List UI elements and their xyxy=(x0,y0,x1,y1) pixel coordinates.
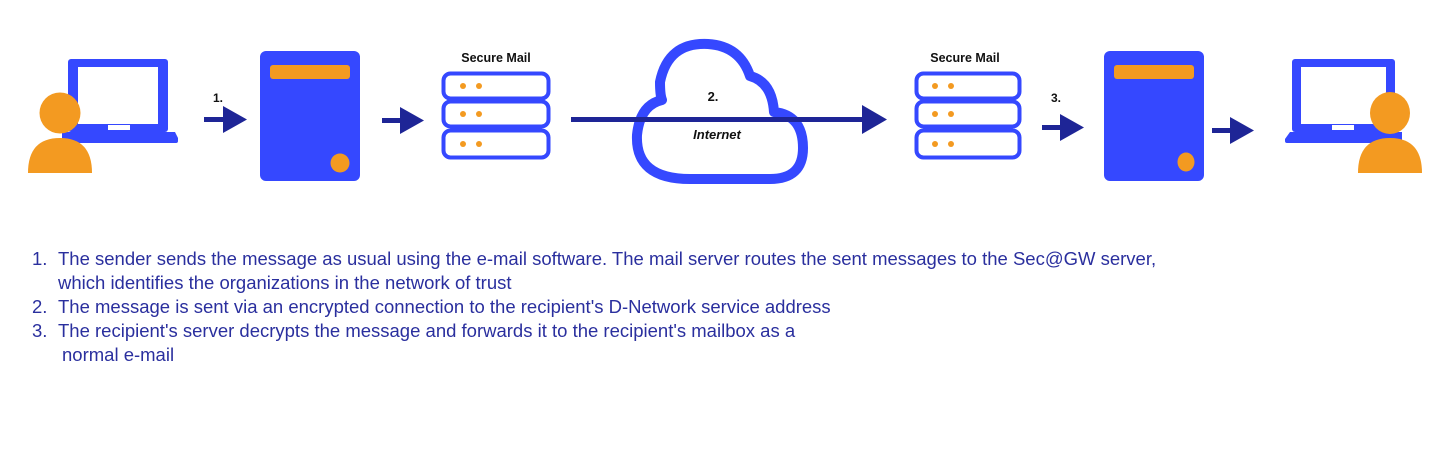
step-marker-3: 3. xyxy=(1051,91,1061,105)
secure-mail-server-rack-icon xyxy=(914,71,1022,160)
arrow-right-icon xyxy=(1042,114,1084,141)
laptop-icon xyxy=(62,59,178,143)
laptop-icon xyxy=(1285,59,1402,143)
secure-mail-flow-diagram: 1. Secure Mail 2. Internet Secure Mail xyxy=(28,38,1422,184)
step-text-line: The message is sent via an encrypted con… xyxy=(58,296,831,317)
sender-person-laptop-icon xyxy=(28,59,178,173)
step-item: 2. The message is sent via an encrypted … xyxy=(32,295,1432,319)
step-text-line: which identifies the organizations in th… xyxy=(58,272,512,293)
internet-label: Internet xyxy=(693,127,741,142)
secure-mail-label: Secure Mail xyxy=(461,51,530,65)
recipient-mail-server-icon xyxy=(1104,51,1204,181)
step-item: 3. The recipient's server decrypts the m… xyxy=(32,319,1432,367)
step-text-line: normal e-mail xyxy=(62,344,175,365)
arrow-right-icon xyxy=(204,106,247,133)
sender-mail-server-icon xyxy=(260,51,360,181)
step-item: 1. The sender sends the message as usual… xyxy=(32,247,1432,295)
recipient-person-laptop-icon xyxy=(1285,59,1422,173)
arrow-right-icon xyxy=(382,107,424,134)
internet-cloud-icon xyxy=(631,38,808,184)
step-number: 1. xyxy=(32,248,48,269)
step-marker-2: 2. xyxy=(708,89,719,104)
long-arrow-right-icon xyxy=(571,105,887,134)
step-text-line: The recipient's server decrypts the mess… xyxy=(58,320,796,341)
person-icon xyxy=(1358,92,1422,173)
steps-list: 1. The sender sends the message as usual… xyxy=(32,247,1432,367)
step-number: 2. xyxy=(32,296,48,317)
step-number: 3. xyxy=(32,320,48,341)
secure-mail-label: Secure Mail xyxy=(930,51,999,65)
step-text-line: The sender sends the message as usual us… xyxy=(58,248,1157,269)
arrow-right-icon xyxy=(1212,117,1254,144)
secure-mail-server-rack-icon xyxy=(441,71,551,160)
person-icon xyxy=(28,92,92,173)
step-marker-1: 1. xyxy=(213,91,223,105)
